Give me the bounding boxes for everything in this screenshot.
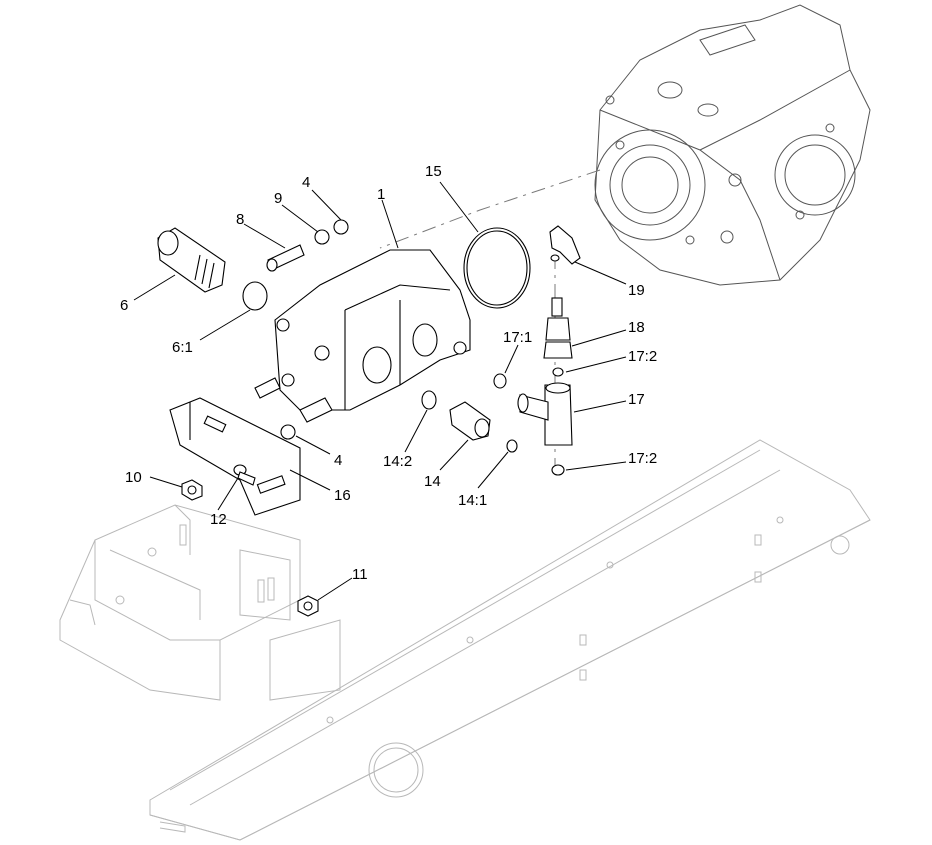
o-ring-14-1 (506, 439, 518, 453)
o-ring-17-2-top (552, 367, 564, 377)
o-ring-15 (463, 227, 531, 309)
gear-pump (254, 249, 471, 423)
nut-10 (181, 479, 203, 501)
washer-9 (314, 229, 330, 245)
callout-15: 15 (425, 163, 442, 180)
callout-17-1: 17:1 (503, 329, 532, 346)
callout-labels: 1 4 4 6 6:1 8 9 10 11 12 14 14:1 14:2 15… (120, 163, 657, 583)
callout-4-top: 4 (302, 174, 310, 191)
callout-17: 17 (628, 391, 645, 408)
callout-8: 8 (236, 211, 244, 228)
frame-crossmember (59, 504, 341, 701)
callout-4-lower: 4 (334, 452, 342, 469)
callout-9: 9 (274, 190, 282, 207)
dust-cap-19 (549, 225, 581, 265)
fitting-14 (449, 401, 491, 441)
washer-4-top (333, 219, 349, 235)
test-coupler-18 (543, 297, 573, 359)
callout-14-1: 14:1 (458, 492, 487, 509)
callout-18: 18 (628, 319, 645, 336)
hydrostatic-pump-housing (594, 4, 871, 286)
callout-16: 16 (334, 487, 351, 504)
callout-12: 12 (210, 511, 227, 528)
callout-6: 6 (120, 297, 128, 314)
callout-14: 14 (424, 473, 441, 490)
callout-1: 1 (377, 186, 385, 203)
nut-11 (297, 595, 319, 617)
bolt-12 (233, 464, 256, 486)
bracket-16 (169, 397, 301, 516)
callout-6-1: 6:1 (172, 339, 193, 356)
o-ring-17-1 (493, 373, 507, 389)
callout-11: 11 (352, 566, 368, 583)
callout-17-2-bottom: 17:2 (628, 450, 657, 467)
washer-4-lower (280, 424, 296, 440)
callout-14-2: 14:2 (383, 453, 412, 470)
leader-lines (133, 181, 627, 601)
o-ring-14-2 (421, 390, 437, 410)
fitting-6 (157, 227, 226, 293)
frame-rail (149, 439, 871, 841)
stud-8 (266, 244, 305, 272)
tee-fitting-17 (517, 382, 573, 446)
callout-17-2-top: 17:2 (628, 348, 657, 365)
o-ring-17-2-bottom (551, 464, 565, 476)
callout-19: 19 (628, 282, 645, 299)
o-ring-6-1 (242, 281, 268, 311)
callout-10: 10 (125, 469, 142, 486)
